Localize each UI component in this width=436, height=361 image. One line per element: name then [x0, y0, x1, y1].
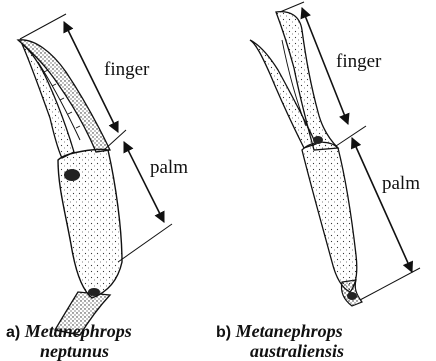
caption-a: a) Metanephrops neptunus [6, 322, 132, 361]
claw-b-joint-mark [313, 136, 323, 144]
claw-a-joint-mark-2 [88, 288, 100, 296]
claw-a-palm-arrow [124, 142, 164, 222]
caption-b-genus: Metanephrops [236, 321, 343, 341]
claw-b-finger-label: finger [336, 52, 381, 71]
claw-b-joint-mark-2 [347, 292, 357, 300]
claw-b-tick-bottom [360, 268, 420, 300]
claw-a-joint-mark [64, 169, 80, 181]
caption-a-genus: Metanephrops [25, 321, 132, 341]
claw-a-tick-mid [104, 130, 126, 150]
claw-b-palm [302, 142, 357, 292]
caption-b-letter: b) [216, 324, 231, 341]
caption-a-letter: a) [6, 324, 20, 341]
claw-a-finger-label: finger [104, 60, 149, 79]
claw-b-tick-mid [336, 126, 366, 146]
claw-comparison-figure: finger palm finger palm a) Metanephrops … [0, 0, 436, 345]
claw-b-palm-label: palm [382, 174, 420, 193]
claw-b-tick-top [280, 2, 304, 12]
claw-b-palm-arrow [352, 138, 412, 272]
claw-a-tick-bottom [118, 224, 172, 262]
caption-b: b) Metanephrops australiensis [216, 322, 344, 361]
claw-a-drawing [18, 40, 122, 335]
claw-a-tick-top [20, 14, 66, 39]
claw-a-palm-label: palm [150, 158, 188, 177]
